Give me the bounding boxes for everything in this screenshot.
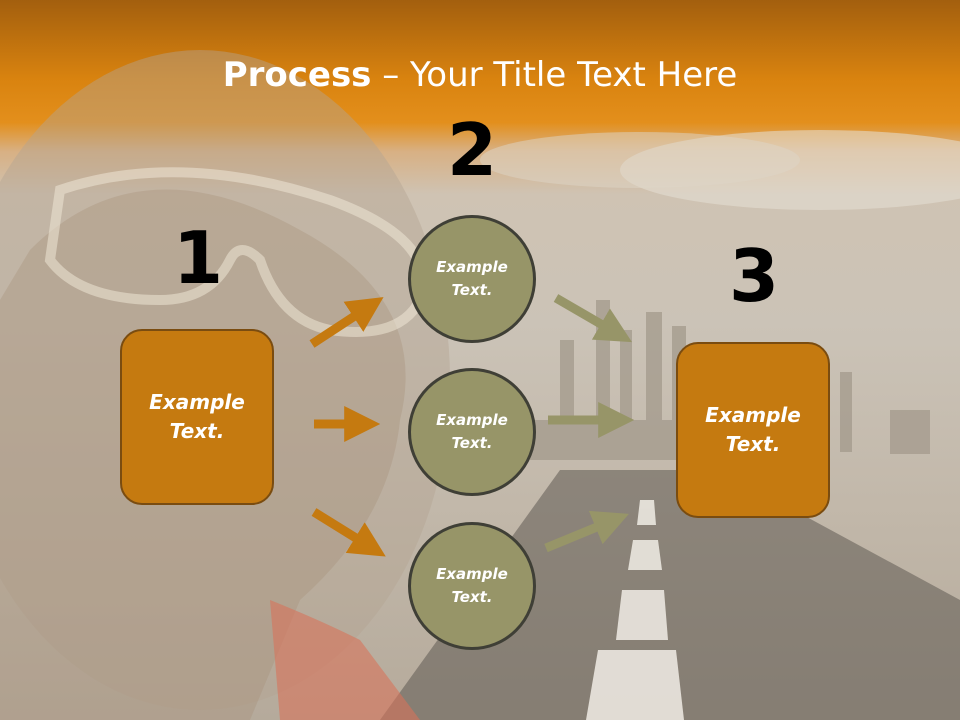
arrow-left-to-bottom [311,508,386,557]
circle-top: Example Text. [408,215,536,343]
step-number-3: 3 [728,234,780,318]
arrow-left-to-top [309,297,384,348]
circle-middle-text: Example Text. [436,411,508,452]
circle-top-text: Example Text. [436,258,508,299]
step-number-1: 1 [172,216,224,300]
left-box-text: Example Text. [149,390,245,443]
left-box: Example Text. [120,329,274,505]
arrow-top-to-right [553,294,633,343]
arrow-bottom-to-right [544,510,629,553]
circle-bottom: Example Text. [408,522,536,650]
title-bold: Process [222,55,372,95]
slide-title: Process – Your Title Text Here [0,52,960,98]
right-box: Example Text. [676,342,830,518]
title-rest: – Your Title Text Here [371,55,738,95]
circle-middle: Example Text. [408,368,536,496]
step-number-2: 2 [446,108,498,192]
right-box-text: Example Text. [705,403,801,456]
circle-bottom-text: Example Text. [436,565,508,606]
